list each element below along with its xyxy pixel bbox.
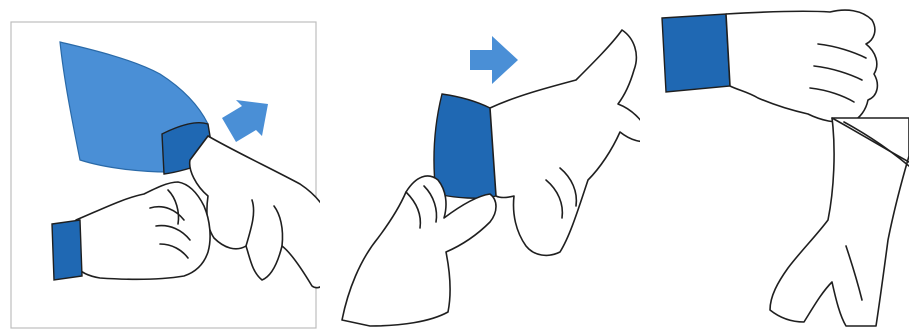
step-1-panel [0,0,320,330]
step-3-panel [640,0,909,330]
lower-hand-cuff [52,220,82,280]
bare-hand-upper [726,10,877,122]
removed-glove-blue [434,94,498,198]
step-1-drawing [0,0,320,330]
step-2-drawing [320,0,640,330]
direction-arrow-icon [222,100,268,142]
step-3-drawing [640,0,909,330]
step-2-panel [320,0,640,330]
wrist-cuff-blue [662,14,730,92]
white-gloved-hand-right [190,136,320,288]
direction-arrow-icon [470,36,518,84]
white-hand-lower-left [76,182,210,279]
